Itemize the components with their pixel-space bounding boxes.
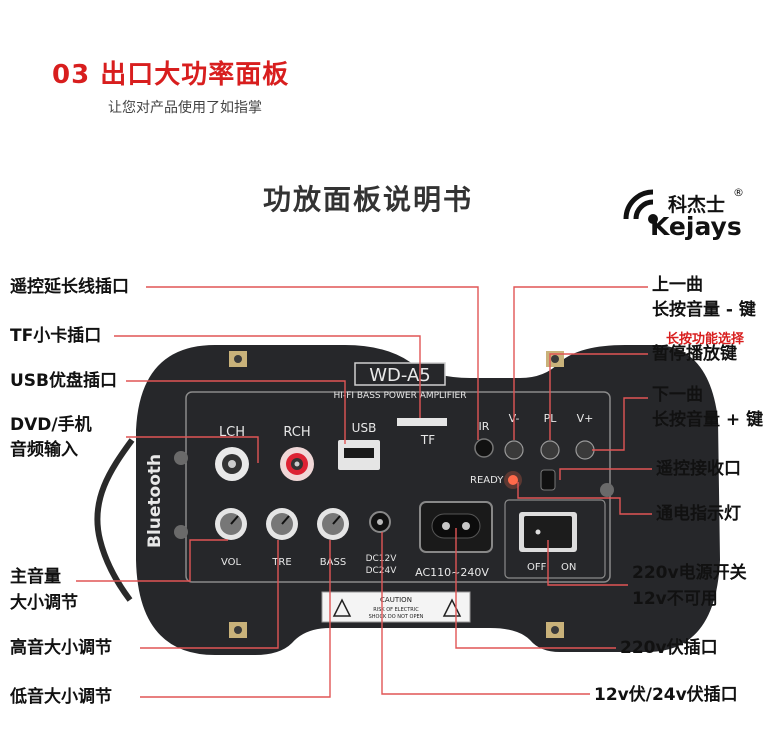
caution-sticker: CAUTION RISK OF ELECTRIC SHOCK DO NOT OP… — [321, 591, 471, 623]
next-button[interactable] — [575, 440, 595, 460]
label-next-1: 下一曲 — [652, 385, 703, 405]
label-power-led: 通电指示灯 — [656, 504, 741, 524]
tf-slot[interactable] — [397, 418, 447, 426]
ir-jack[interactable] — [474, 438, 494, 458]
label-long-press-note: 长按功能选择 — [666, 332, 745, 347]
off-label: OFF — [527, 562, 547, 573]
brand-name-en: Kejays — [650, 212, 742, 241]
power-led — [508, 475, 518, 485]
bluetooth-label: Bluetooth — [145, 454, 165, 548]
switch-frame — [504, 499, 606, 579]
label-switch-1: 220v电源开关 — [632, 563, 747, 583]
leader-lines — [76, 286, 652, 698]
label-bass: 低音大小调节 — [10, 687, 112, 707]
caution-line2: SHOCK DO NOT OPEN — [369, 614, 424, 620]
on-label: ON — [561, 562, 576, 573]
tre-knob[interactable] — [266, 508, 298, 540]
vol-label: VOL — [221, 557, 242, 568]
usb-label: USB — [352, 421, 377, 435]
model-text: WD-A5 — [369, 365, 431, 386]
tf-label: TF — [420, 433, 435, 447]
ir-label: IR — [479, 420, 490, 433]
vol-knob[interactable] — [215, 508, 247, 540]
label-dvd-1: DVD/手机 — [10, 415, 92, 435]
caution-title: CAUTION — [380, 596, 412, 604]
tre-label: TRE — [271, 557, 291, 568]
ir-receiver — [540, 469, 556, 491]
bass-knob[interactable] — [317, 508, 349, 540]
lch-label: LCH — [219, 425, 245, 440]
model-box — [354, 362, 446, 386]
ac-label: AC110~240V — [415, 566, 489, 579]
vplus-label: V+ — [577, 412, 594, 425]
ready-label: READY — [470, 475, 504, 486]
label-pause: 暂停播放键 — [652, 344, 737, 364]
label-prev-1: 上一曲 — [652, 275, 703, 295]
label-prev-2: 长按音量 - 键 — [652, 300, 756, 320]
label-ir-receiver: 遥控接收口 — [656, 459, 741, 479]
bass-label: BASS — [320, 557, 346, 568]
label-dc-socket: 12v伏/24v伏插口 — [594, 685, 738, 705]
label-usb-slot: USB优盘插口 — [10, 371, 118, 391]
wifi-logo-icon — [623, 189, 658, 224]
brand-reg: ® — [733, 186, 744, 199]
label-ac-socket: 220v伏插口 — [620, 638, 718, 658]
label-treble: 高音大小调节 — [10, 638, 112, 658]
label-tf-slot: TF小卡插口 — [10, 326, 102, 346]
label-switch-2: 12v不可用 — [632, 589, 718, 609]
label-dvd-2: 音频输入 — [10, 440, 78, 460]
label-main-vol-2: 大小调节 — [10, 593, 78, 613]
model-subtitle: HI-FI BASS POWER AMPLIFIER — [334, 391, 467, 401]
caution-line1: RISK OF ELECTRIC — [373, 607, 419, 613]
main-title: 功放面板说明书 — [263, 183, 474, 216]
prev-button[interactable] — [504, 440, 524, 460]
label-main-vol-1: 主音量 — [10, 567, 61, 587]
rch-label: RCH — [283, 425, 310, 440]
cable — [94, 438, 135, 602]
label-next-2: 长按音量 + 键 — [652, 410, 764, 430]
brand-name-cn: 科杰士 — [668, 194, 726, 216]
pause-button[interactable] — [540, 440, 560, 460]
section-subtitle: 让您对产品使用了如指掌 — [108, 100, 262, 116]
label-remote-ext: 遥控延长线插口 — [10, 277, 129, 297]
section-title: 03 出口大功率面板 — [52, 60, 290, 90]
